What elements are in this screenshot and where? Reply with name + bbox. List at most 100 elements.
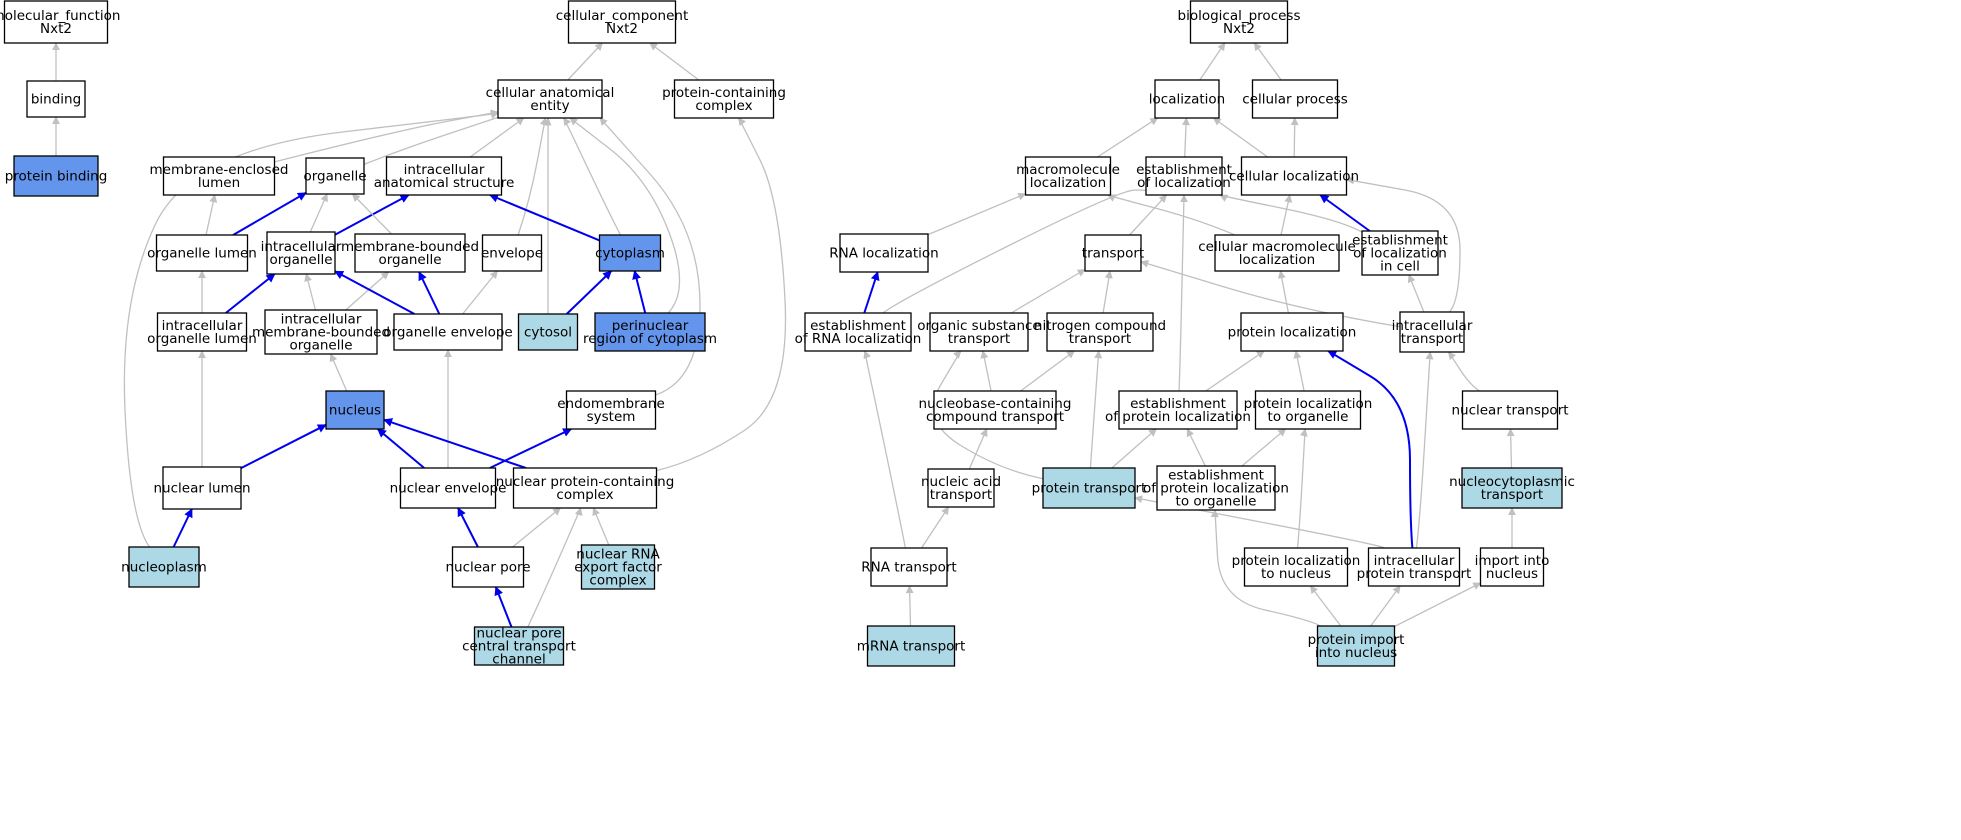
go-term-node-oenv[interactable]: organelle envelope [383,313,513,351]
edge-rnatransport-to-nat [920,506,950,549]
edge-iorg-to-organelle [309,193,328,233]
node-label-line: export factor [574,560,662,576]
node-box [13,155,99,197]
go-term-node-rnaloc[interactable]: RNA localization [829,233,939,273]
node-box [264,309,378,355]
go-term-node-nucleus[interactable]: nucleus [325,390,385,430]
edge-olumen-to-organelle [232,191,307,236]
go-term-node-ptransport[interactable]: protein transport [1032,467,1147,509]
node-label-line: transport [930,487,992,503]
go-term-node-nucleoplasm[interactable]: nucleoplasm [121,546,207,588]
node-label-line: transport [948,331,1010,347]
node-label-line: macromolecule [1016,162,1120,178]
edge-endo-to-cae [599,117,701,396]
edge-eloccell-to-estloc [1219,194,1363,233]
go-term-node-cytoplasm[interactable]: cytoplasm [595,234,665,272]
go-term-node-loc[interactable]: localization [1149,79,1225,119]
node-label-line: nucleoplasm [121,560,207,576]
go-term-node-cytosol[interactable]: cytosol [517,313,579,351]
go-term-node-nenv[interactable]: nuclear envelope [390,467,507,509]
go-term-node-envelope[interactable]: envelope [481,234,543,272]
go-term-node-protloc[interactable]: protein localization [1228,312,1357,352]
node-box [156,312,248,352]
edge-peri-to-cytoplasm [632,270,647,314]
node-label-line: mRNA transport [857,639,966,655]
edge-itransport-to-transport [1140,259,1401,328]
edge-nrna-to-npcc [592,507,610,546]
node-label-line: membrane-bounded [341,239,479,255]
go-term-node-cproc[interactable]: cellular process [1242,79,1348,119]
edge-transport-to-estloc [1129,194,1168,236]
go-term-node-mrna[interactable]: mRNA transport [857,625,966,667]
edge-npore-to-npcc [512,507,562,548]
node-label-line: cytosol [524,325,572,341]
go-term-node-rnatransport[interactable]: RNA transport [861,547,957,587]
go-term-node-olumen[interactable]: organelle lumen [147,234,257,272]
node-label-line: transport [1401,331,1463,347]
node-label-line: protein binding [5,169,108,185]
node-label-line: nuclear pore [445,560,530,576]
go-term-node-organelle[interactable]: organelle [303,157,367,195]
node-label-line: nuclear transport [1451,403,1568,419]
edge-rnaloc-to-macloc [927,192,1027,236]
go-term-node-protbind[interactable]: protein binding [5,155,108,197]
go-term-node-npore[interactable]: nuclear pore [445,546,531,588]
go-term-node-nlumen[interactable]: nuclear lumen [153,466,251,510]
edge-imbo-to-mbo [345,271,390,311]
edge-nucleoplasm-to-nlumen [172,508,193,548]
node-label-line: Nxt2 [40,21,72,37]
node-box [1046,312,1154,352]
node-label-line: organelle [269,252,332,268]
go-term-node-transport[interactable]: transport [1082,234,1144,272]
node-label-line: protein transport [1357,566,1472,582]
go-term-node-ntransport[interactable]: nuclear transport [1451,390,1569,430]
node-label-line: cellular_component [556,8,688,24]
node-label-line: protein-containing [662,85,786,101]
node-label-line: nucleobase-containing [919,396,1072,412]
node-box [385,156,503,196]
edge-plorg-to-protloc [1293,350,1305,392]
node-label-line: in cell [1380,259,1420,275]
node-box [162,466,242,510]
node-label-line: system [587,409,636,425]
go-term-node-binding[interactable]: binding [26,80,86,118]
node-label-line: establishment [1130,396,1226,412]
go-term-node-cellloc[interactable]: cellular localization [1229,156,1359,196]
node-label-line: perinuclear [612,318,689,334]
